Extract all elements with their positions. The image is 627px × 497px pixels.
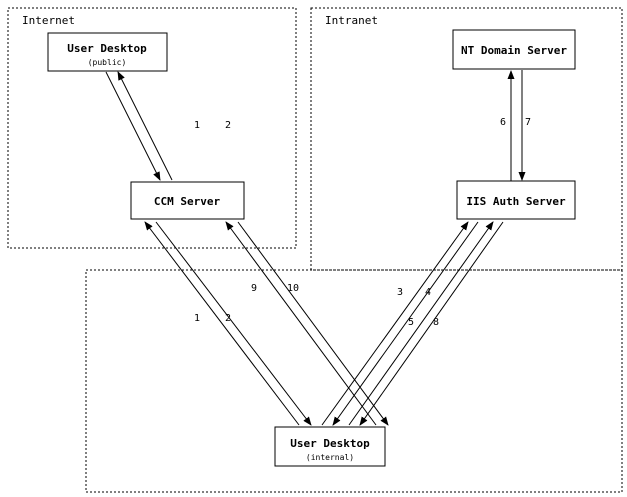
edge-line-9 — [225, 221, 377, 426]
edge-label-2-public: 2 — [225, 120, 231, 131]
zone-internal-lan-boundary — [85, 269, 623, 493]
node-box-user-desktop-public[interactable] — [47, 32, 168, 72]
edge-group-iis-nt — [507, 70, 526, 181]
edge-label-8: 8 — [433, 317, 439, 328]
edge-group-internal-desktop-ccm-910 — [225, 221, 389, 426]
edge-line-2-internal — [155, 221, 312, 426]
node-subtitle-user-desktop-internal: (internal) — [306, 453, 354, 462]
node-nt-domain-server[interactable]: NT Domain Server — [452, 29, 576, 70]
edge-line-10 — [237, 221, 389, 426]
node-title-user-desktop-public: User Desktop — [67, 42, 147, 55]
edge-label-3: 3 — [397, 287, 403, 298]
edge-line-4 — [332, 221, 479, 426]
node-user-desktop-internal[interactable]: User Desktop (internal) — [274, 426, 386, 467]
node-iis-auth-server[interactable]: IIS Auth Server — [456, 180, 576, 220]
node-title-nt-domain-server: NT Domain Server — [461, 44, 567, 57]
node-title-iis-auth-server: IIS Auth Server — [466, 195, 566, 208]
edge-group-internal-desktop-iis-34 — [321, 221, 479, 426]
edge-group-internal-desktop-ccm-12 — [144, 221, 312, 426]
edge-line-1-internal — [144, 221, 300, 426]
node-subtitle-user-desktop-public: (public) — [88, 58, 127, 67]
node-ccm-server[interactable]: CCM Server — [130, 181, 245, 220]
edge-label-5: 5 — [408, 317, 414, 328]
node-box-iis-auth-server[interactable] — [456, 180, 576, 220]
zone-label-internet: Internet — [22, 14, 75, 27]
edge-line-8 — [359, 221, 504, 426]
edge-label-1-public: 1 — [194, 120, 200, 131]
edge-labels: 1 2 1 2 9 10 3 4 5 8 6 7 — [194, 117, 531, 328]
edge-group-internal-desktop-iis-58 — [348, 221, 504, 426]
node-title-ccm-server: CCM Server — [154, 195, 221, 208]
node-user-desktop-public[interactable]: User Desktop (public) — [47, 32, 168, 72]
edge-label-6: 6 — [500, 117, 506, 128]
zone-label-intranet: Intranet — [325, 14, 378, 27]
edge-label-7: 7 — [525, 117, 531, 128]
edge-group-public-desktop-ccm — [105, 71, 173, 181]
edge-line-1-public — [105, 71, 161, 181]
zone-internet-boundary — [7, 7, 297, 249]
edge-line-2-public — [117, 71, 173, 181]
edge-label-2-internal: 2 — [225, 313, 231, 324]
edge-line-5 — [348, 221, 494, 426]
zone-boundaries — [7, 7, 623, 493]
node-box-nt-domain-server[interactable] — [452, 29, 576, 70]
node-box-ccm-server[interactable] — [130, 181, 245, 220]
edge-label-4: 4 — [425, 287, 431, 298]
node-box-user-desktop-internal[interactable] — [274, 426, 386, 467]
node-title-user-desktop-internal: User Desktop — [290, 437, 370, 450]
edge-label-1-internal: 1 — [194, 313, 200, 324]
edge-label-10: 10 — [287, 283, 299, 294]
edge-label-9: 9 — [251, 283, 257, 294]
edge-line-3 — [321, 221, 469, 426]
